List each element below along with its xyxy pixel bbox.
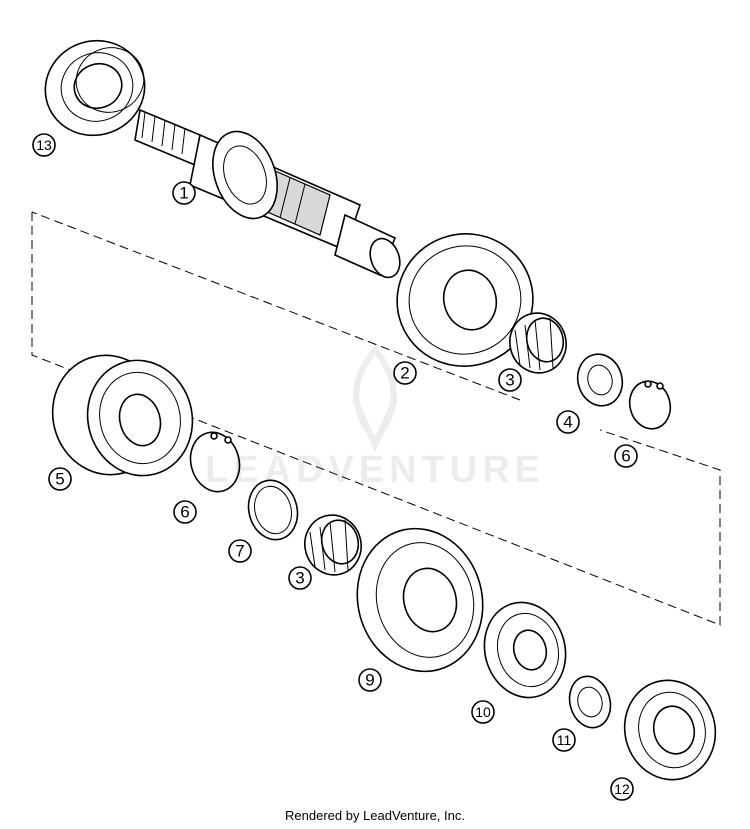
- washer-7: [247, 479, 299, 541]
- svg-text:4: 4: [563, 413, 572, 432]
- washer-11: [568, 675, 612, 729]
- callout-3b: 3: [288, 566, 312, 590]
- callout-2: 2: [393, 361, 417, 385]
- watermark-text: LEADVENTURE: [205, 449, 545, 491]
- svg-text:13: 13: [36, 137, 52, 153]
- svg-text:6: 6: [621, 447, 630, 466]
- svg-text:11: 11: [557, 732, 572, 748]
- callout-5: 5: [48, 467, 72, 491]
- svg-text:7: 7: [235, 542, 244, 561]
- leadventure-logo-icon: [352, 345, 398, 453]
- callout-7: 7: [228, 539, 252, 563]
- callout-3a: 3: [498, 368, 522, 392]
- callout-11: 11: [552, 728, 576, 752]
- callout-6b: 6: [173, 500, 197, 524]
- svg-text:9: 9: [365, 671, 374, 690]
- circlip-6a: [628, 380, 672, 430]
- credit-text: Rendered by LeadVenture, Inc.: [285, 808, 465, 823]
- svg-text:1: 1: [179, 184, 188, 203]
- svg-text:2: 2: [400, 364, 409, 383]
- svg-text:5: 5: [55, 470, 64, 489]
- leadventure-watermark: LEADVENTURE: [205, 345, 545, 491]
- washer-4: [576, 353, 624, 407]
- svg-text:10: 10: [475, 704, 491, 720]
- callout-1: 1: [172, 181, 196, 205]
- callout-4: 4: [556, 410, 580, 434]
- svg-text:12: 12: [614, 781, 630, 797]
- callout-13: 13: [32, 133, 56, 157]
- circlip-6b: [189, 431, 241, 493]
- bearing-13: [44, 39, 146, 137]
- assembly-dashed-outline: [31, 211, 721, 626]
- svg-text:3: 3: [295, 569, 304, 588]
- needle-bearing-3b: [304, 514, 362, 576]
- callout-10: 10: [471, 700, 495, 724]
- bearing-12: [623, 679, 717, 781]
- gear-5: [51, 354, 194, 477]
- shaft-1: [134, 108, 401, 279]
- callout-6a: 6: [614, 444, 638, 468]
- gear-2: [396, 233, 534, 367]
- svg-text:3: 3: [505, 371, 514, 390]
- svg-text:6: 6: [180, 503, 189, 522]
- callout-12: 12: [610, 777, 634, 801]
- callout-labels: 1 2 3 4 5 6 6 7 3 9 10 11 12 13: [32, 133, 638, 801]
- gear-9: [356, 527, 484, 673]
- callout-9: 9: [358, 668, 382, 692]
- gear-10: [483, 601, 567, 699]
- needle-bearing-3a: [509, 312, 567, 374]
